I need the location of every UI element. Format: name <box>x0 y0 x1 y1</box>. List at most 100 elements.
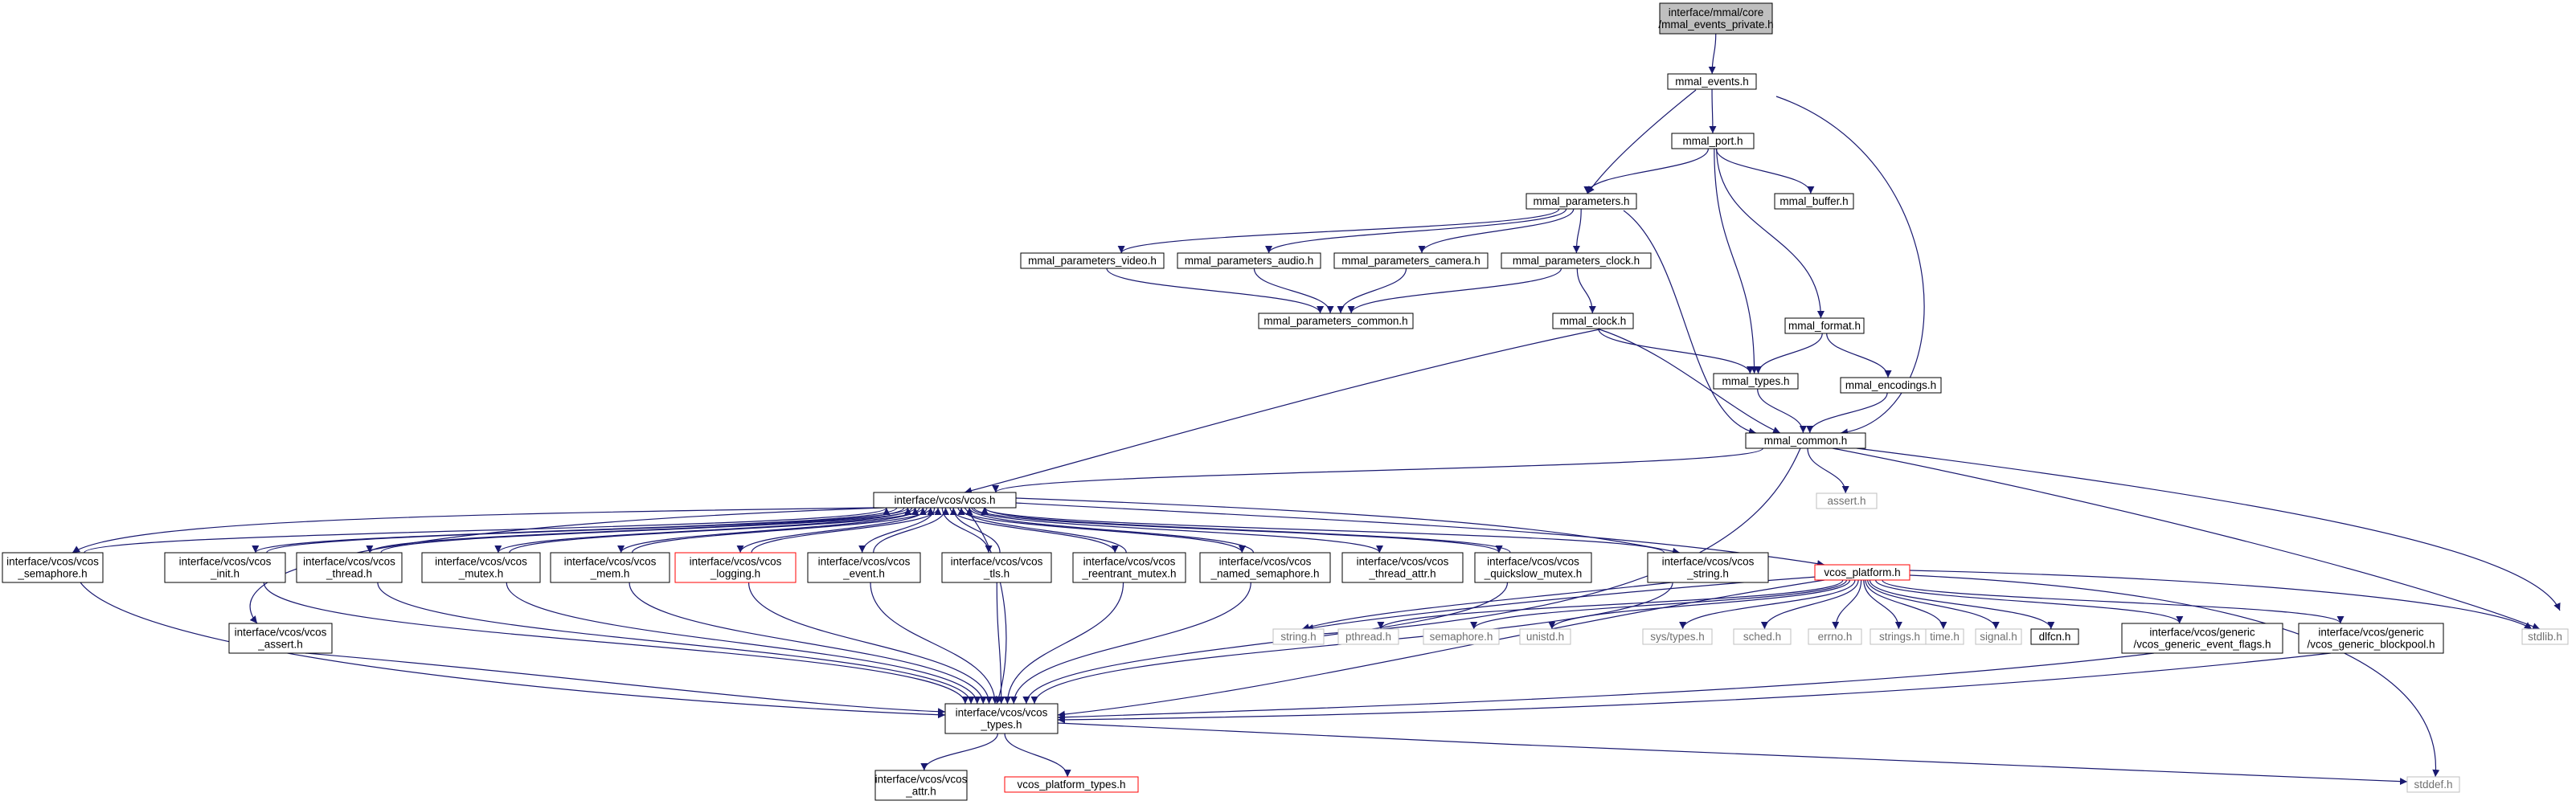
include-edge-vcos-semaphore-to-vcos <box>84 507 891 554</box>
include-edge-mmal-common-to-stddef-h <box>1856 447 2561 611</box>
include-edge-vcos-mem-to-vcos-types <box>629 582 987 705</box>
file-node-box <box>1808 628 1862 645</box>
file-node-box <box>944 703 1059 734</box>
file-node-vcos-quickslow-mutex[interactable]: interface/vcos/vcos_quickslow_mutex.h <box>1474 552 1592 583</box>
file-node-mmal-types[interactable]: mmal_types.h <box>1713 373 1799 390</box>
file-node-vcos-init[interactable]: interface/vcos/vcos_init.h <box>164 552 286 583</box>
file-node-label: _event.h <box>842 568 885 580</box>
include-edge-vcos-to-vcos-quickslow-mutex <box>973 507 1503 554</box>
include-edge-vcos-tls-to-vcos-types <box>996 582 1005 705</box>
file-node-box <box>1733 628 1792 645</box>
file-node-vcos-types[interactable]: interface/vcos/vcos_types.h <box>944 703 1059 734</box>
file-node-box <box>164 552 286 583</box>
file-node-label: mmal_port.h <box>1682 135 1743 147</box>
file-node-label: mmal_events.h <box>1675 76 1749 88</box>
file-node-box <box>1333 252 1489 269</box>
file-node-label: mmal_types.h <box>1722 375 1789 387</box>
file-node-dlfcn-h[interactable]: dlfcn.h <box>2030 628 2079 645</box>
file-node-vcos-semaphore[interactable]: interface/vcos/vcos_semaphore.h <box>2 552 104 583</box>
file-node-label: interface/vcos/vcos <box>690 556 782 568</box>
include-edge-vcos-to-vcos-types <box>964 507 1007 705</box>
file-node-box <box>873 492 1017 509</box>
file-node-vcos-mem[interactable]: interface/vcos/vcos_mem.h <box>550 552 670 583</box>
file-node-mmal-clock[interactable]: mmal_clock.h <box>1552 313 1634 329</box>
file-node-label: _logging.h <box>710 568 760 580</box>
file-node-label: /vcos_generic_blockpool.h <box>2307 639 2435 651</box>
file-node-mmal-buffer[interactable]: mmal_buffer.h <box>1774 193 1854 210</box>
file-node-root[interactable]: interface/mmal/core/mmal_events_private.… <box>1658 2 1774 35</box>
file-node-strings-h: strings.h <box>1870 628 1930 645</box>
file-node-label: interface/vcos/vcos <box>1487 556 1579 568</box>
include-edge-mmal-clock-to-mmal-types <box>1598 328 1754 374</box>
file-node-signal-h: signal.h <box>1975 628 2022 645</box>
file-node-vcos-reentrant-mutex[interactable]: interface/vcos/vcos_reentrant_mutex.h <box>1072 552 1186 583</box>
file-node-vcos-logging[interactable]: interface/vcos/vcos_logging.h <box>674 552 797 583</box>
file-node-mmal-parameters-clock[interactable]: mmal_parameters_clock.h <box>1501 252 1652 269</box>
file-node-vcos-tls[interactable]: interface/vcos/vcos_tls.h <box>941 552 1052 583</box>
include-edge-vcos-quickslow-mutex-to-vcos <box>981 507 1511 554</box>
file-node-vcos-attr[interactable]: interface/vcos/vcos_attr.h <box>874 770 968 801</box>
file-node-vcos-platform-types[interactable]: vcos_platform_types.h <box>1004 776 1139 793</box>
file-node-box <box>1337 628 1399 645</box>
file-node-mmal-parameters-camera[interactable]: mmal_parameters_camera.h <box>1333 252 1489 269</box>
file-node-vcos-generic-blockpool[interactable]: interface/vcos/generic/vcos_generic_bloc… <box>2298 623 2444 654</box>
file-node-box <box>1774 193 1854 210</box>
file-node-vcos-generic-event-flags[interactable]: interface/vcos/generic/vcos_generic_even… <box>2121 623 2283 654</box>
file-node-box <box>1975 628 2022 645</box>
include-edge-root-to-mmal-events <box>1708 33 1717 75</box>
include-edge-mmal-events-to-mmal-port <box>1709 88 1717 134</box>
file-node-label: mmal_buffer.h <box>1779 195 1848 207</box>
file-node-label: stddef.h <box>2414 778 2452 791</box>
include-edge-mmal-parameters-to-mmal-parameters-clock <box>1572 208 1582 254</box>
include-edge-vcos-named-semaphore-to-vcos-types <box>1010 582 1251 705</box>
file-node-box <box>2406 776 2460 793</box>
include-edge-mmal-parameters-clock-to-mmal-clock <box>1576 268 1596 314</box>
file-node-box <box>1423 628 1500 645</box>
file-node-box <box>1004 776 1139 793</box>
file-node-mmal-parameters-common[interactable]: mmal_parameters_common.h <box>1258 313 1414 329</box>
include-edge-mmal-port-to-mmal-parameters <box>1583 148 1710 194</box>
file-node-mmal-events[interactable]: mmal_events.h <box>1667 73 1757 90</box>
include-edge-mmal-clock-to-mmal-common <box>1599 329 1781 434</box>
file-node-box <box>1925 628 1964 645</box>
file-node-label: dlfcn.h <box>2039 631 2071 643</box>
file-node-vcos-event[interactable]: interface/vcos/vcos_event.h <box>807 552 921 583</box>
file-node-box <box>2030 628 2079 645</box>
file-node-mmal-format[interactable]: mmal_format.h <box>1784 317 1865 334</box>
file-node-mmal-common[interactable]: mmal_common.h <box>1745 432 1866 449</box>
include-edge-mmal-port-to-mmal-format <box>1716 148 1824 319</box>
file-node-box <box>421 552 541 583</box>
file-node-label: sched.h <box>1743 631 1781 643</box>
file-node-label: interface/vcos/vcos <box>235 627 327 639</box>
file-node-vcos-thread[interactable]: interface/vcos/vcos_thread.h <box>296 552 403 583</box>
file-node-box <box>1341 552 1464 583</box>
include-edge-vcos-platform-to-sys-types-h <box>1679 579 1856 630</box>
include-edge-mmal-common-to-assert <box>1807 447 1849 494</box>
file-node-vcos[interactable]: interface/vcos/vcos.h <box>873 492 1017 509</box>
file-node-vcos-mutex[interactable]: interface/vcos/vcos_mutex.h <box>421 552 541 583</box>
file-node-vcos-named-semaphore[interactable]: interface/vcos/vcos_named_semaphore.h <box>1199 552 1331 583</box>
file-node-mmal-parameters-audio[interactable]: mmal_parameters_audio.h <box>1177 252 1321 269</box>
file-node-label: _types.h <box>980 719 1022 731</box>
file-node-mmal-encodings[interactable]: mmal_encodings.h <box>1840 377 1942 394</box>
file-node-box <box>1647 552 1769 583</box>
include-edge-vcos-init-to-vcos <box>266 507 911 554</box>
file-node-vcos-platform[interactable]: vcos_platform.h <box>1814 564 1910 581</box>
file-node-vcos-thread-attr[interactable]: interface/vcos/vcos_thread_attr.h <box>1341 552 1464 583</box>
file-node-vcos-assert[interactable]: interface/vcos/vcos_assert.h <box>228 623 333 654</box>
file-node-mmal-parameters[interactable]: mmal_parameters.h <box>1526 193 1637 210</box>
file-node-label: interface/vcos/vcos <box>818 556 911 568</box>
include-edge-mmal-parameters-to-mmal-parameters-audio <box>1265 208 1567 254</box>
file-node-label: /mmal_events_private.h <box>1658 18 1773 31</box>
file-node-vcos-string[interactable]: interface/vcos/vcos_string.h <box>1647 552 1769 583</box>
include-edge-mmal-port-to-mmal-types <box>1714 148 1759 374</box>
file-node-mmal-port[interactable]: mmal_port.h <box>1671 133 1755 149</box>
include-edge-vcos-tls-to-vcos <box>949 507 1001 554</box>
file-node-mmal-parameters-video[interactable]: mmal_parameters_video.h <box>1020 252 1165 269</box>
include-edge-vcos-event-to-vcos <box>873 507 950 554</box>
file-node-label: interface/vcos/vcos <box>435 556 527 568</box>
file-node-assert: assert.h <box>1816 492 1878 509</box>
include-edge-vcos-to-vcos-named-semaphore <box>957 507 1246 554</box>
